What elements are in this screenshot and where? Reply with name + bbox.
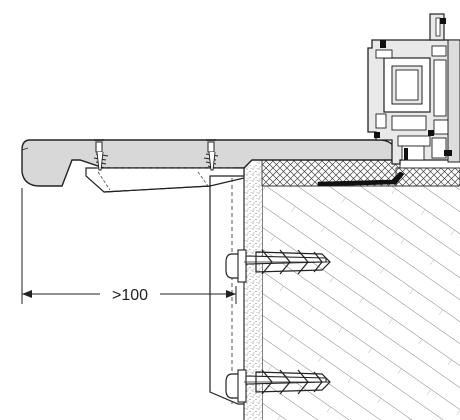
dimension-arrow-left xyxy=(22,290,32,298)
dimension-annotation: >100 xyxy=(21,188,237,304)
window-frame-profile xyxy=(367,13,460,165)
wall-anchor-upper xyxy=(225,249,331,283)
sill-support-bracket xyxy=(85,167,245,405)
sill-screw-right xyxy=(203,139,219,171)
seal-tape xyxy=(317,171,405,187)
dimension-label: >100 xyxy=(112,287,148,304)
sill-screw-left xyxy=(93,139,109,171)
masonry-wall xyxy=(261,184,460,420)
wall-anchor-lower xyxy=(225,369,331,403)
dimension-arrow-right xyxy=(226,290,236,298)
